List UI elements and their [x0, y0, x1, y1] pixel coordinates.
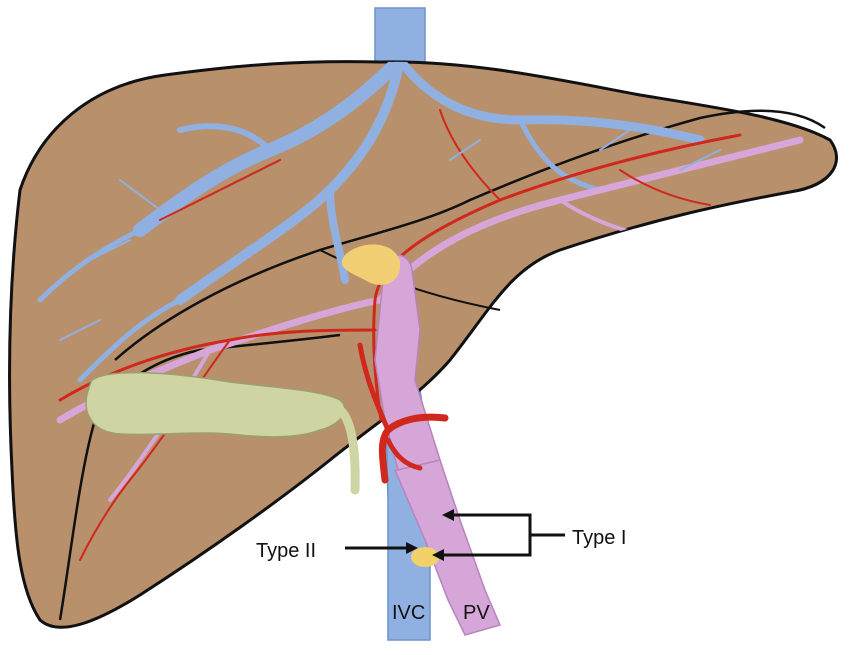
gallbladder — [85, 371, 346, 438]
hepatic-artery-trunk — [357, 342, 449, 484]
type-i-label: Type I — [572, 527, 626, 549]
hepatic-veins — [37, 61, 705, 383]
liver-body — [8, 60, 838, 629]
type-ii-label: Type II — [256, 540, 316, 562]
pv-label: PV — [463, 602, 490, 624]
liver-lobe-outline — [114, 109, 826, 361]
annotation-arrows — [345, 513, 565, 557]
bile-confluence — [341, 244, 401, 285]
ivc-label: IVC — [392, 602, 425, 624]
arrowheads — [406, 509, 454, 561]
bile-duct — [335, 405, 360, 495]
fine-vessel-branches — [59, 129, 721, 421]
intrahepatic-vessels — [37, 61, 804, 561]
type-ii-shunt — [411, 547, 439, 567]
